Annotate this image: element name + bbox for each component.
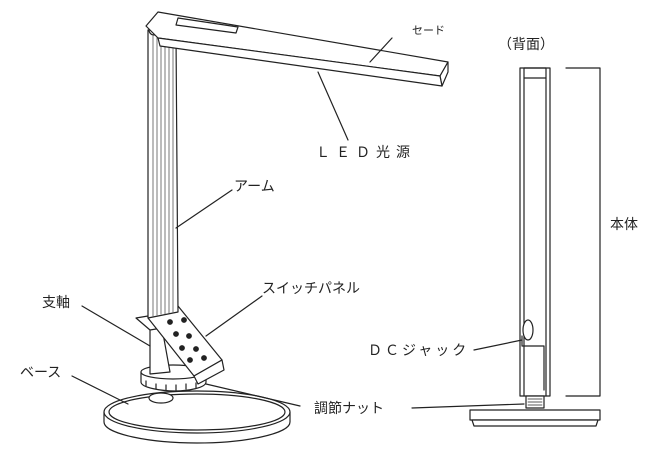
arm bbox=[147, 24, 179, 319]
shade-leader bbox=[369, 37, 393, 63]
dc-jack-leader bbox=[473, 339, 523, 351]
back-view-lamp bbox=[469, 67, 601, 427]
support-shaft-leader bbox=[81, 305, 151, 347]
adjusting-nut-label: 調節ナット bbox=[314, 401, 384, 417]
shade bbox=[145, 11, 449, 87]
arm-leader bbox=[175, 189, 233, 229]
led-leader bbox=[317, 71, 349, 141]
base-leader bbox=[71, 375, 129, 405]
main-body-bracket bbox=[565, 67, 601, 397]
base-disc bbox=[103, 390, 291, 444]
nut-leader-left bbox=[205, 383, 301, 407]
support-shaft-label: 支軸 bbox=[42, 295, 70, 311]
shade-label: セード bbox=[412, 24, 445, 37]
switch-panel-leader bbox=[205, 295, 263, 337]
main-body-label: 本体 bbox=[610, 217, 638, 233]
base-label: ベース bbox=[20, 365, 62, 381]
dc-jack-label: ＤＣジャック bbox=[368, 343, 470, 359]
switch-panel-label: スイッチパネル bbox=[262, 281, 360, 297]
nut-leader-right bbox=[411, 403, 525, 409]
led-light-source-label: ＬＥＤ光源 bbox=[316, 145, 416, 161]
back-view-label: （背面） bbox=[498, 37, 554, 53]
arm-label: アーム bbox=[234, 179, 275, 195]
